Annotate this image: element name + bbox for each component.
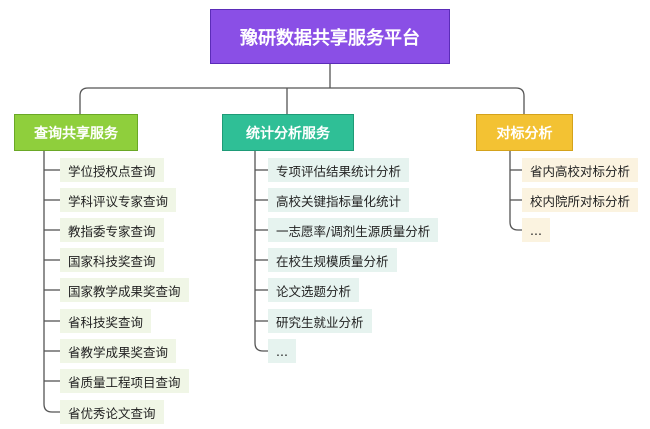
leaf-node: 省优秀论文查询 [60, 400, 164, 424]
branch-benchmark-analysis: 对标分析 [476, 114, 573, 151]
leaf-node: 研究生就业分析 [268, 309, 372, 333]
branch-query-service: 查询共享服务 [14, 114, 138, 151]
leaf-node: 国家教学成果奖查询 [60, 278, 189, 302]
leaf-node: 国家科技奖查询 [60, 248, 164, 272]
leaf-node: 教指委专家查询 [60, 218, 164, 242]
leaf-node: ... [522, 218, 550, 242]
leaf-node: 省教学成果奖查询 [60, 339, 177, 363]
leaf-node: 在校生规模质量分析 [268, 248, 397, 272]
leaf-node: 学科评议专家查询 [60, 188, 177, 212]
leaf-node: 校内院所对标分析 [522, 188, 639, 212]
leaf-node: ... [268, 339, 296, 363]
leaf-node: 省内高校对标分析 [522, 158, 639, 182]
leaf-node: 省质量工程项目查询 [60, 369, 189, 393]
root-node: 豫研数据共享服务平台 [210, 9, 450, 64]
leaf-node: 学位授权点查询 [60, 158, 164, 182]
leaf-node: 论文选题分析 [268, 278, 360, 302]
leaf-node: 专项评估结果统计分析 [268, 158, 410, 182]
leaf-node: 一志愿率/调剂生源质量分析 [268, 218, 439, 242]
branch-statistics-service: 统计分析服务 [222, 114, 354, 151]
leaf-node: 高校关键指标量化统计 [268, 188, 410, 212]
leaf-node: 省科技奖查询 [60, 309, 152, 333]
